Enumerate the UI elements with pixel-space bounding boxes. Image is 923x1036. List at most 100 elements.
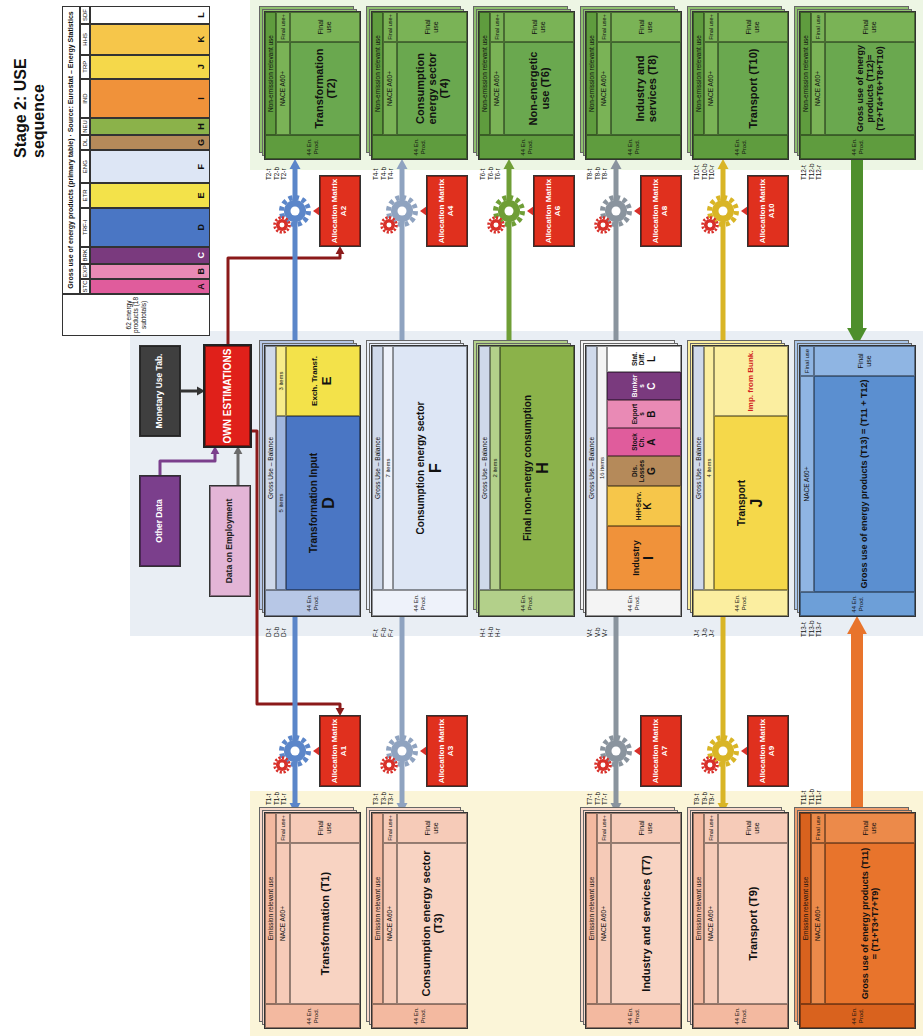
node-cell: Final use <box>814 346 915 376</box>
cell-content: 44 En. Prod. <box>851 137 864 157</box>
cell-content: 44 En. Prod. <box>306 592 319 614</box>
cell-content: Final use <box>317 14 333 40</box>
node-text: Emission relevant use <box>588 815 595 1002</box>
label-text: Gross use of energy products (primary ta… <box>67 11 75 288</box>
process-box: Non-emission relevant useNACE A60+Final … <box>800 12 915 159</box>
table-letter: C <box>194 247 208 264</box>
arrow-head <box>718 159 729 169</box>
label-text: T7-t <box>586 794 593 805</box>
arrow-head <box>397 159 408 169</box>
label-text: T7-r <box>601 793 608 805</box>
label-text: G <box>196 139 206 146</box>
label-text: A <box>196 283 206 290</box>
cell-content: Final use+ <box>387 14 393 40</box>
node-text: Gross use of energy products (T13) = (T1… <box>859 378 869 590</box>
cell-content: Transformation (T1) <box>319 845 331 1002</box>
connector-line <box>228 253 340 346</box>
stack-label: T11-r <box>815 785 823 805</box>
node-cell: Non-emission relevant use <box>265 12 276 135</box>
label-text: 62 energy products (18 subtotals) <box>125 295 147 335</box>
stack-label: T13-t <box>800 617 808 637</box>
stack-label: T6-b <box>487 160 495 180</box>
cell-content: NACE A60+ <box>386 845 393 1002</box>
process-box: Allocation Matrix A7 <box>641 716 681 786</box>
label-text: T10-t <box>693 165 700 180</box>
node-text: Allocation Matrix A8 <box>652 178 670 244</box>
connector-line <box>293 168 298 346</box>
cell-content: Imp. from Bunk. <box>747 348 756 414</box>
cell-content: Final use <box>638 815 654 841</box>
cell-content: BunkersC <box>631 374 657 398</box>
node-text: NACE A60+ <box>814 44 821 133</box>
label-text: H-r <box>494 628 501 637</box>
cell-content: Stat. Diff.L <box>631 348 657 370</box>
node-text: Consumption energy sector (T4) <box>414 44 451 133</box>
cell-content: NACE A60+ <box>707 44 714 133</box>
arrow-head <box>211 446 220 454</box>
stack-label: T1-b <box>273 785 281 805</box>
connector-line <box>293 616 298 804</box>
node-text: Non-emission relevant use <box>588 14 595 133</box>
node-cell: Transport (T10) <box>718 42 788 135</box>
node-text: 5 items <box>278 418 285 588</box>
node-cell: NACE A60+ <box>276 843 290 1004</box>
stack-label: T12-b <box>808 160 816 180</box>
stack-label: T1-r <box>280 785 288 805</box>
label-text: T4-t <box>372 169 379 180</box>
node-cell: Other Data <box>140 476 180 566</box>
cell-content: Final use <box>531 14 547 40</box>
label-text: T3-r <box>387 793 394 805</box>
table-color-cell <box>90 247 210 264</box>
stack-label: T7-b <box>594 785 602 805</box>
node-text: 4 items <box>706 348 713 588</box>
node-text: 44 En. Prod. <box>306 1006 319 1026</box>
node-cell: 44 En. Prod. <box>479 590 574 616</box>
table-code: HHS <box>80 24 90 54</box>
emission-band <box>250 791 923 1036</box>
matrix-arrow <box>741 746 748 756</box>
node-text: Non-energetic use (T6) <box>527 44 552 133</box>
label-text: ENG <box>82 160 89 173</box>
label-text: V-t <box>586 629 593 637</box>
process-box: Gross Use – Balance2 items44 En. Prod.Fi… <box>479 346 574 616</box>
node-text: 44 En. Prod. <box>851 594 864 614</box>
node-text: Data on Employment <box>225 488 235 594</box>
cell-content: Allocation Matrix A1 <box>331 718 349 784</box>
stack-label: T9-t <box>693 785 701 805</box>
cell-content: Final non-energy consumptionH <box>522 348 551 588</box>
node-cell: Transformation InputD <box>286 416 360 590</box>
node-cell: Final use+ <box>597 12 611 42</box>
connector <box>290 159 301 346</box>
cell-content: Final use+ <box>601 14 607 40</box>
arrow-head <box>611 159 622 169</box>
node-text: Emission relevant use <box>267 815 274 1002</box>
cell-content: NACE A60+ <box>814 44 821 133</box>
stack-label: T4-t <box>372 160 380 180</box>
node-text: Consumption energy sector <box>415 348 426 588</box>
node-cell: NACE A60+ <box>597 42 611 135</box>
label-text: T1-t <box>265 794 272 805</box>
node-cell: Gross Use – Balance <box>265 346 276 590</box>
cell-content: Final use <box>862 815 878 841</box>
table-letter: K <box>194 24 208 54</box>
stack-label: T2-r <box>280 160 288 180</box>
node-text: H <box>534 348 552 588</box>
node-text: E <box>320 348 335 414</box>
node-cell: 44 En. Prod. <box>800 135 915 159</box>
balance-band <box>130 331 923 636</box>
label-text: T8-r <box>601 168 608 180</box>
node-text: NACE A60+ <box>814 845 821 1002</box>
node-cell: Consumption energy sector (T3) <box>397 843 467 1004</box>
cell-content: Gross Use – Balance <box>588 348 595 588</box>
process-box: Emission relevant useNACE A60+Final use4… <box>800 813 915 1028</box>
cell-content: Transport (T9) <box>747 845 759 1002</box>
node-cell: 4 items <box>704 346 714 590</box>
node-cell: Industry and services (T7) <box>611 843 681 1004</box>
label-text: EXP <box>82 265 89 277</box>
node-text: Transformation (T2) <box>313 44 338 133</box>
label-text: J <box>196 64 206 69</box>
table-code: TRF-I <box>80 208 90 247</box>
label-text: T2-b <box>273 167 280 180</box>
gear-icon <box>596 218 611 233</box>
node-text: Gross Use – Balance <box>481 348 488 588</box>
